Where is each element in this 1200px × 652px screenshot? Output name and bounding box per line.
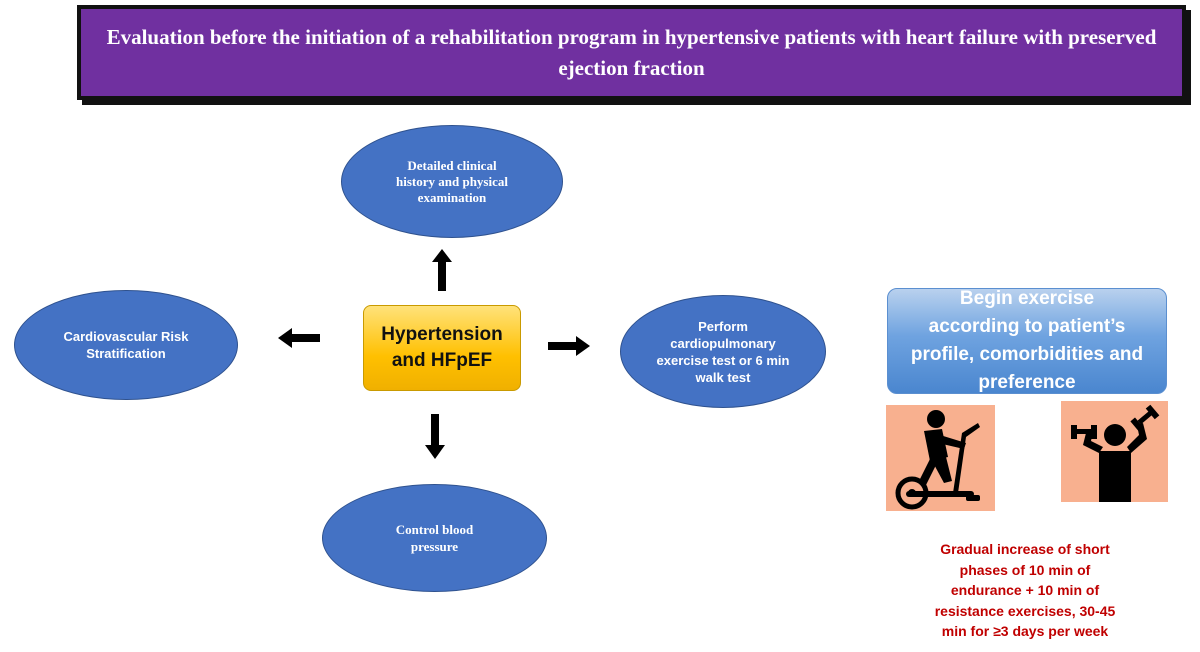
begin-line-3: profile, comorbidities and [910,344,1144,365]
node-risk-stratification: Cardiovascular Risk Stratification [14,290,238,400]
begin-exercise-box: Begin exercise according to patient’s pr… [887,288,1167,394]
begin-line-4: preference [978,372,1076,393]
dumbbell-exercise-icon [1061,401,1168,502]
node-exercise-test-line-1: Perform [698,318,748,334]
node-control-bp-line-1: Control blood [395,522,474,537]
node-clinical-history-line-1: Detailed clinical [407,157,497,173]
note-line-5: min for ≥3 days per week [941,623,1109,639]
arrow-down-icon [425,414,445,459]
note-line-4: resistance exercises, 30-45 [934,602,1116,619]
center-line-1: Hypertension [381,324,503,345]
elliptical-trainer-icon [886,405,995,511]
node-exercise-test: Perform cardiopulmonary exercise test or… [620,295,826,408]
arrow-right-icon [548,336,590,356]
node-exercise-test-line-3: exercise test or 6 min [656,352,790,368]
begin-line-1: Begin exercise [959,288,1095,309]
node-exercise-test-line-2: cardiopulmonary [670,335,776,351]
node-risk-stratification-line-2: Stratification [86,346,166,361]
arrow-up-icon [432,249,452,291]
node-control-bp-line-2: pressure [410,539,459,554]
note-line-1: Gradual increase of short [940,541,1110,557]
center-hypertension-hfpef: Hypertension and HFpEF [363,305,521,391]
exercise-prescription-note: Gradual increase of short phases of 10 m… [918,539,1132,642]
note-line-3: endurance + 10 min of [950,582,1100,598]
note-line-2: phases of 10 min of [959,561,1091,578]
diagram-title: Evaluation before the initiation of a re… [77,5,1186,100]
node-control-bp: Control blood pressure [322,484,547,592]
node-clinical-history-line-3: examination [417,189,487,205]
node-clinical-history: Detailed clinical history and physical e… [341,125,563,238]
node-exercise-test-line-4: walk test [695,369,751,385]
node-risk-stratification-line-1: Cardiovascular Risk [63,329,189,344]
node-clinical-history-line-2: history and physical [396,173,508,189]
center-line-2: and HFpEF [391,350,493,371]
begin-line-2: according to patient’s [928,316,1126,337]
arrow-left-icon [278,328,320,348]
